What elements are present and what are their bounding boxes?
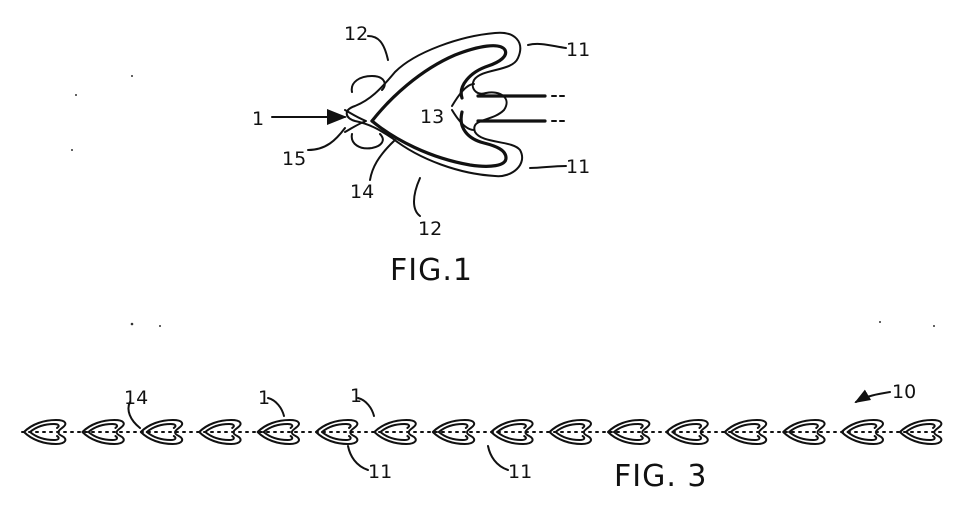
leader-12-top bbox=[367, 35, 389, 61]
leader-fig3-11a bbox=[347, 445, 369, 471]
fig1-label-12-bottom: 12 bbox=[418, 218, 442, 240]
fig1-label-14: 14 bbox=[350, 181, 374, 203]
fig1-label-12-top: 12 bbox=[344, 23, 368, 45]
leader-fig3-11b bbox=[487, 445, 509, 471]
fig3-chain bbox=[21, 419, 945, 445]
leader-15 bbox=[307, 127, 346, 151]
fig1-label-15: 15 bbox=[282, 148, 306, 170]
scan-specks bbox=[71, 75, 935, 327]
fig3-caption: FIG. 3 bbox=[614, 459, 708, 494]
fig1-caption: FIG.1 bbox=[390, 253, 473, 288]
fig1-link-drawing bbox=[344, 31, 565, 178]
fig3-chain-link bbox=[81, 419, 125, 445]
fig1-outer-contour bbox=[345, 31, 523, 178]
fig1-label-11-top: 11 bbox=[566, 39, 590, 61]
fig3-label-10: 10 bbox=[892, 381, 916, 403]
fig3-label-1b: 1 bbox=[350, 385, 362, 407]
leader-14 bbox=[369, 139, 396, 181]
leader-13-up bbox=[451, 83, 475, 107]
fig1-leaders bbox=[271, 35, 567, 217]
fig3-group: 14 1 1 10 11 11 FIG. 3 bbox=[21, 381, 945, 494]
leader-fig3-10 bbox=[854, 389, 891, 404]
fig1-hook-top bbox=[350, 75, 386, 93]
fig3-chain-link bbox=[431, 419, 476, 445]
leader-12-bottom bbox=[413, 177, 421, 217]
leader-11-top bbox=[527, 42, 567, 49]
fig1-group: 12 11 1 13 15 11 14 12 FIG.1 bbox=[252, 23, 590, 288]
fig1-label-1: 1 bbox=[252, 108, 264, 130]
fig1-label-13: 13 bbox=[420, 106, 444, 128]
fig3-chain-link bbox=[607, 419, 651, 445]
fig3-label-14: 14 bbox=[124, 387, 148, 409]
fig3-label-11b: 11 bbox=[508, 461, 532, 483]
fig1-upper-leg bbox=[370, 44, 508, 123]
fig1-tip bbox=[344, 109, 367, 133]
leader-11-bottom bbox=[529, 165, 567, 169]
leader-fig3-1b bbox=[357, 397, 375, 417]
fig1-lower-leg bbox=[370, 110, 508, 168]
fig3-chain-link bbox=[256, 419, 300, 445]
leader-13-down bbox=[451, 109, 475, 131]
fig1-label-11-bottom: 11 bbox=[566, 156, 590, 178]
fig3-label-1a: 1 bbox=[258, 387, 270, 409]
leader-fig3-14 bbox=[127, 401, 141, 429]
leader-fig3-1a bbox=[267, 397, 285, 417]
fig3-label-11a: 11 bbox=[368, 461, 392, 483]
fig1-hook-bottom bbox=[350, 133, 384, 150]
fig3-chain-link bbox=[782, 419, 826, 445]
fig3-leaders bbox=[127, 389, 891, 471]
